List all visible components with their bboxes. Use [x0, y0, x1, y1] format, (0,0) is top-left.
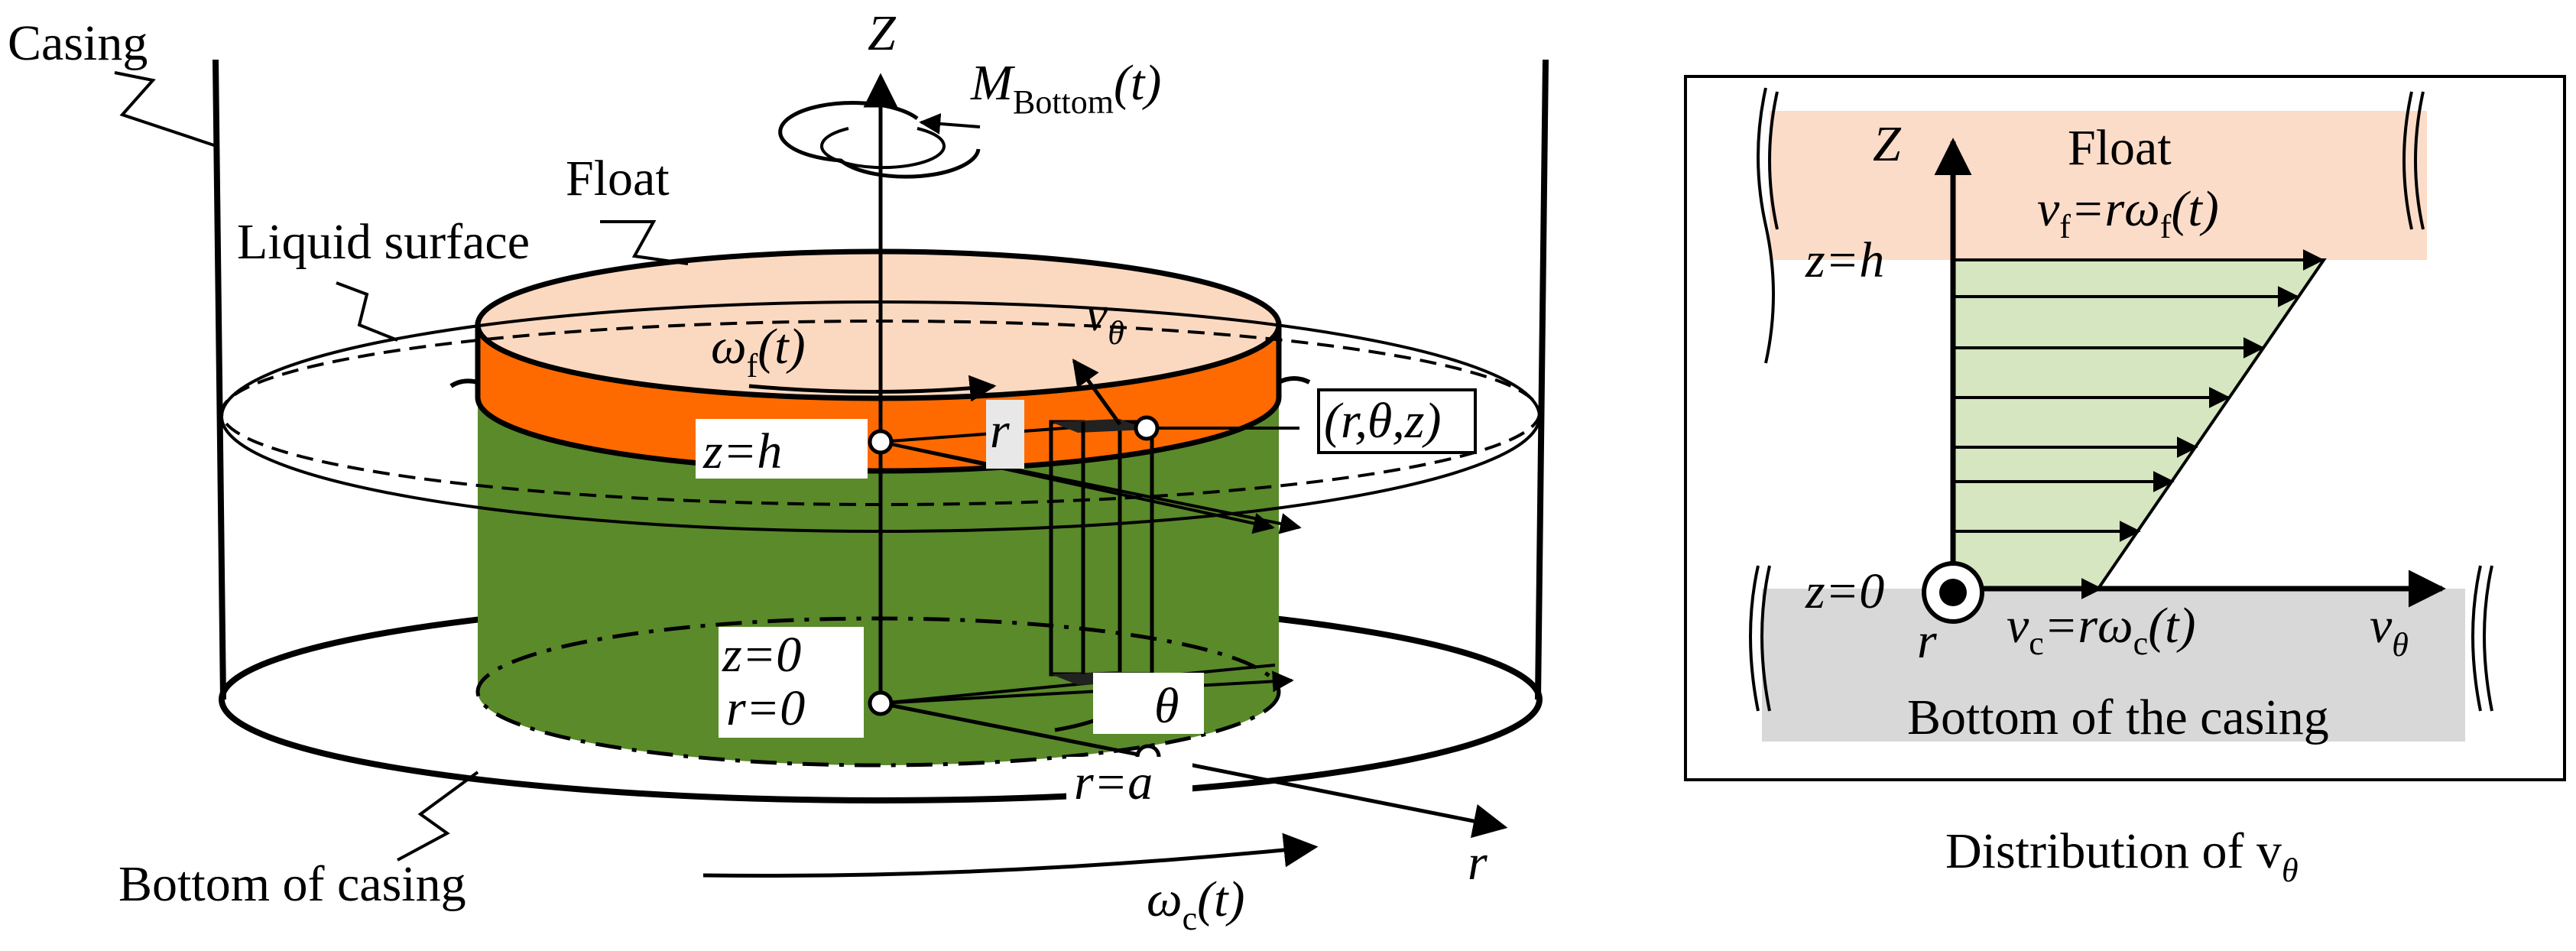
liquid-surface-label: Liquid surface — [237, 214, 530, 270]
r-axis-label: r — [1468, 835, 1488, 891]
float-label: Float — [566, 151, 670, 206]
liquid-surface-leader — [336, 281, 398, 342]
casing-right-wall — [1535, 59, 1549, 700]
point-r-theta-z — [1134, 415, 1160, 441]
z-axis-label: Z — [868, 5, 897, 61]
casing-left-wall — [213, 59, 226, 700]
v-theta-label: vθ — [1085, 286, 1124, 352]
omega-f-arrow — [748, 375, 997, 402]
omega-f-label: ωf(t) — [711, 319, 806, 385]
bottom-band — [1762, 589, 2465, 742]
velocity-distribution-panel: Z Float vf=rωf(t) z=h z=0 r vc=rωc(t) vθ… — [1684, 75, 2566, 781]
z-h-point — [868, 429, 894, 455]
z-0-label: z=0 — [722, 627, 801, 683]
r-a-label: r=a — [1074, 755, 1153, 810]
r-radius-label: r — [990, 403, 1010, 459]
moment-arrow — [820, 127, 946, 170]
casing-leader — [114, 71, 215, 147]
bottom-leader — [397, 771, 479, 862]
float-leader — [600, 220, 689, 265]
panel-z-h-label: z=h — [1805, 232, 1884, 288]
vf-equation: vf=rωf(t) — [2037, 181, 2219, 245]
theta-label: θ — [1154, 678, 1179, 734]
vc-equation: vc=rωc(t) — [2007, 598, 2195, 662]
bottom-casing-label: Bottom of casing — [118, 856, 466, 912]
float-top — [475, 248, 1282, 401]
panel-bottom-label: Bottom of the casing — [1907, 690, 2329, 745]
omega-c-label: ωc(t) — [1147, 871, 1244, 937]
panel-z-0-label: z=0 — [1805, 563, 1884, 619]
panel-z-axis-label: Z — [1873, 116, 1902, 172]
panel-v-theta-label: vθ — [2370, 598, 2409, 664]
panel-r-label: r — [1917, 613, 1937, 669]
casing-label: Casing — [8, 15, 148, 71]
omega-c-arrow — [702, 833, 1319, 878]
r-0-label: r=0 — [726, 680, 805, 736]
panel-caption: Distribution of vθ — [1945, 823, 2299, 889]
origin-point — [868, 690, 894, 716]
z-h-label: z=h — [702, 424, 782, 479]
damper-3d-view: Casing Float Liquid surface Bottom of ca… — [8, 5, 1549, 937]
v-theta-arrow — [1072, 359, 1122, 426]
point-coordinates-label: (r,θ,z) — [1324, 393, 1441, 449]
moment-label: MBottom(t) — [970, 55, 1161, 121]
panel-float-label: Float — [2068, 120, 2172, 176]
float-band — [1770, 111, 2427, 260]
profile-arrows — [1953, 249, 2325, 542]
